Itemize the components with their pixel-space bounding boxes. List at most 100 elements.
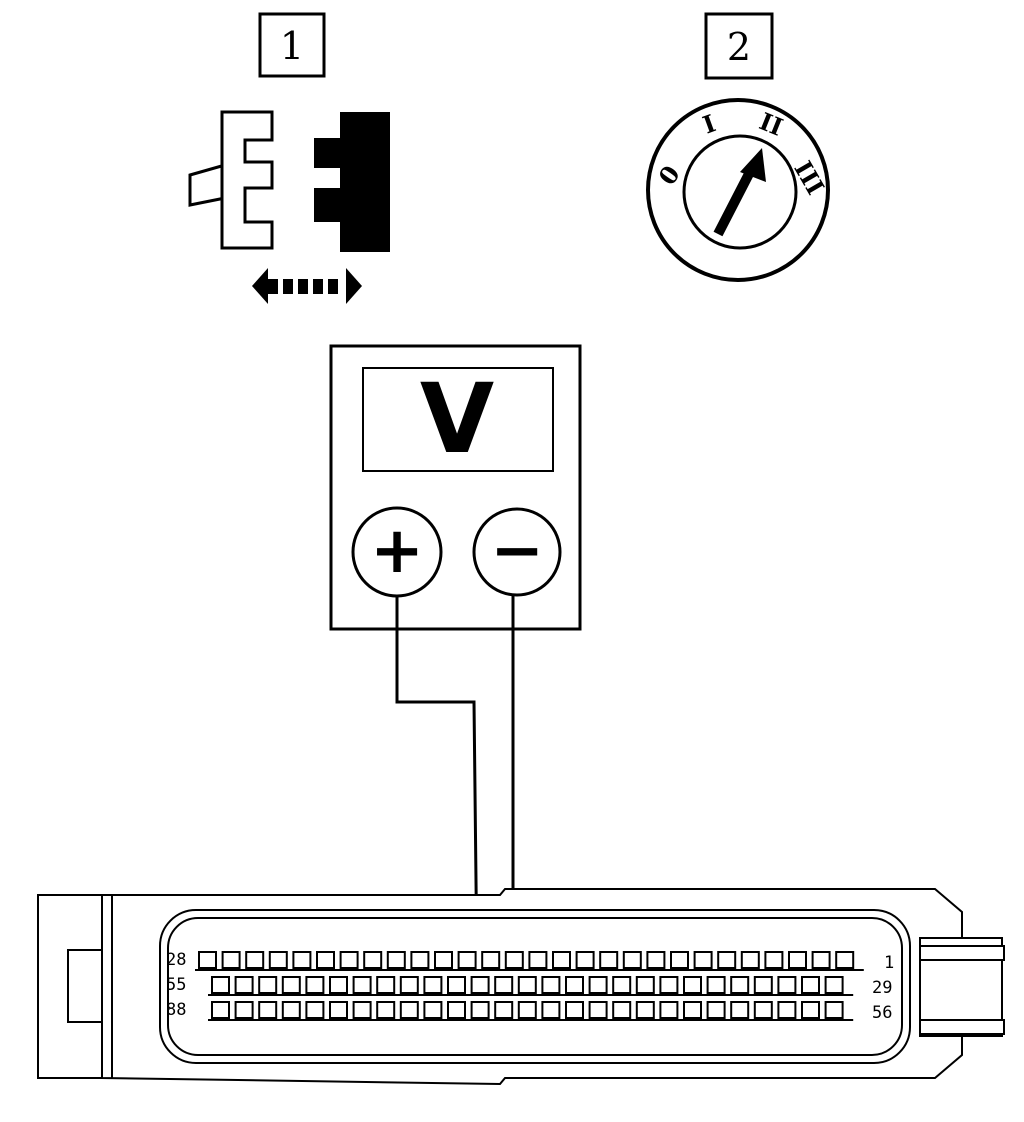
connector-pin bbox=[494, 976, 514, 994]
pin-row-right-label: 56 bbox=[872, 1003, 892, 1023]
connector-pin bbox=[410, 951, 430, 969]
connector-pin bbox=[329, 1001, 348, 1019]
connector-pin bbox=[292, 951, 312, 969]
connector-pin bbox=[339, 951, 359, 969]
pin-row-left-label: 88 bbox=[166, 1000, 186, 1020]
connector-pin bbox=[258, 1001, 278, 1019]
connector-pin bbox=[588, 1001, 608, 1019]
connector-pin bbox=[281, 1001, 301, 1019]
connector-pin bbox=[565, 1001, 584, 1019]
connector-pin bbox=[305, 1001, 325, 1019]
connector-pin bbox=[552, 951, 571, 969]
connector-pin bbox=[517, 1001, 537, 1019]
step-2: 2 bbox=[704, 12, 774, 80]
connector-pin bbox=[470, 976, 490, 994]
connector-pin bbox=[221, 951, 241, 969]
plus-terminal: + bbox=[351, 506, 443, 598]
step-1-box bbox=[258, 12, 326, 78]
connector-pin bbox=[434, 951, 453, 969]
voltmeter-display-text: V bbox=[420, 363, 494, 475]
connector-pin bbox=[706, 1001, 726, 1019]
connector-pin bbox=[423, 976, 443, 994]
pin-row-left-label: 55 bbox=[166, 975, 186, 995]
connector-pin bbox=[575, 951, 595, 969]
connector-pin bbox=[717, 951, 737, 969]
plus-terminal-label: + bbox=[370, 514, 424, 588]
minus-terminal: − bbox=[472, 507, 562, 597]
connector-pin bbox=[234, 976, 254, 994]
connector-pin bbox=[740, 951, 760, 969]
connector-pin bbox=[528, 951, 548, 969]
connector-pin bbox=[683, 1001, 702, 1019]
step-1: 1 bbox=[258, 12, 326, 78]
connector-pin bbox=[281, 976, 301, 994]
ignition-pointer-icon bbox=[713, 148, 766, 237]
connector-pin bbox=[753, 1001, 773, 1019]
connector-pin bbox=[683, 976, 702, 994]
connector-pin bbox=[764, 951, 784, 969]
connector-pin bbox=[659, 976, 679, 994]
voltmeter: V + − bbox=[329, 344, 582, 631]
connector-pin bbox=[777, 976, 797, 994]
connector-pin bbox=[316, 951, 335, 969]
connector-pin bbox=[635, 976, 655, 994]
connector-pin bbox=[470, 1001, 490, 1019]
connector-pin bbox=[517, 976, 537, 994]
connector-pin bbox=[635, 1001, 655, 1019]
connector-pin bbox=[612, 976, 632, 994]
pin-row-right-label: 1 bbox=[884, 953, 894, 973]
step-1-label: 1 bbox=[280, 24, 304, 68]
connector-pin bbox=[447, 1001, 466, 1019]
connector-pin bbox=[363, 951, 383, 969]
voltmeter-display bbox=[362, 367, 554, 472]
connector-pin bbox=[801, 976, 820, 994]
connector-pin bbox=[198, 951, 217, 969]
connector-pin bbox=[234, 1001, 254, 1019]
minus-terminal-label: − bbox=[490, 514, 544, 588]
connector-pin bbox=[777, 1001, 797, 1019]
step-2-box bbox=[704, 12, 774, 80]
connector-pin bbox=[494, 1001, 514, 1019]
connector-pin bbox=[245, 951, 265, 969]
connector-pin bbox=[211, 1001, 230, 1019]
connector-pin bbox=[801, 1001, 820, 1019]
pin-row-left-label: 28 bbox=[166, 950, 186, 970]
step-2-label: 2 bbox=[727, 25, 751, 69]
double-arrow-icon bbox=[252, 268, 362, 304]
connector-pin bbox=[693, 951, 713, 969]
connector-pin bbox=[399, 976, 419, 994]
connector-pin bbox=[588, 976, 608, 994]
connector-pin bbox=[399, 1001, 419, 1019]
connector-pin bbox=[268, 951, 288, 969]
connector-pin bbox=[670, 951, 689, 969]
connector-pin bbox=[730, 976, 750, 994]
connector-pin bbox=[811, 951, 831, 969]
connector-pin bbox=[788, 951, 807, 969]
connector-pin bbox=[211, 976, 230, 994]
connector-pin bbox=[565, 976, 584, 994]
connector-pin bbox=[541, 976, 561, 994]
plus-lead-wire bbox=[395, 595, 479, 971]
connector-pin bbox=[258, 976, 278, 994]
connector-disconnect-icon bbox=[188, 110, 390, 304]
connector-pin bbox=[457, 951, 477, 969]
connector-pin bbox=[352, 976, 372, 994]
connector-pin bbox=[599, 951, 619, 969]
connector-pin bbox=[612, 1001, 632, 1019]
connector-pin bbox=[481, 951, 501, 969]
connector-pin bbox=[622, 951, 642, 969]
connector-pin bbox=[423, 1001, 443, 1019]
connector-pin bbox=[447, 976, 466, 994]
connector-pin bbox=[305, 976, 325, 994]
connector-pin bbox=[376, 1001, 396, 1019]
connector-pin bbox=[753, 976, 773, 994]
connector-pin bbox=[352, 1001, 372, 1019]
connector-pin bbox=[386, 951, 406, 969]
connector-pin bbox=[824, 1001, 844, 1019]
connector-pin bbox=[706, 976, 726, 994]
connector-pin bbox=[541, 1001, 561, 1019]
